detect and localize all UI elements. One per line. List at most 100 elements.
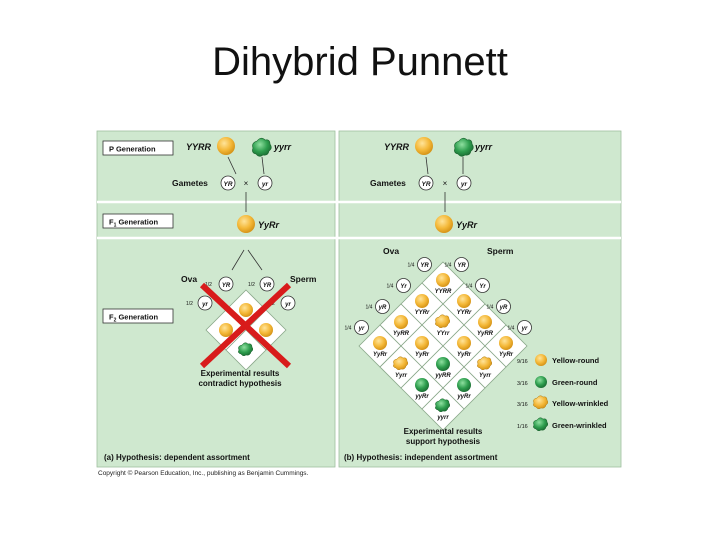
f1-genotype-a: YyRr	[258, 220, 280, 230]
ova-gamete-label: Yr	[400, 284, 407, 290]
yellow-wrinkled-pea-icon	[435, 314, 451, 329]
ova-gamete-circle	[417, 257, 432, 272]
ova-gamete-circle	[197, 295, 213, 311]
f2-generation-box	[102, 308, 174, 324]
p-generation-label: P Generation	[109, 145, 156, 154]
fraction-label: 1/2	[205, 282, 212, 288]
legend-label: Green-round	[552, 378, 598, 387]
genotype-label: yyRR	[434, 373, 451, 379]
fraction-label: 1/4	[366, 305, 373, 311]
genotype-label: YyRr	[373, 352, 388, 358]
gamete1-label-b: YR	[421, 181, 430, 188]
genotype-label: yyRr	[456, 394, 471, 400]
ova-gamete-label: yr	[358, 326, 365, 332]
genotype-label: yyrr	[436, 415, 449, 421]
legend-fraction: 1/16	[517, 424, 528, 430]
ova-gamete-label: yr	[201, 302, 208, 308]
gamete-yr-dominant-circle	[418, 175, 434, 191]
ova-label-b: Ova	[383, 246, 399, 256]
sperm-gamete-circle	[475, 278, 490, 293]
ova-gamete-label: yR	[378, 305, 387, 311]
gamete-yr-dominant-circle	[220, 175, 236, 191]
copyright-credit: Copyright © Pearson Education, Inc., pub…	[98, 470, 309, 477]
ova-gamete-circle	[354, 320, 369, 335]
caption-a: (a) Hypothesis: dependent assortment	[104, 453, 250, 462]
fraction-label: 1/2	[248, 282, 255, 288]
legend-fraction: 3/16	[517, 402, 528, 408]
phenotype-legend: 9/16 Yellow-round 3/16 Green-round 3/16 …	[517, 354, 609, 432]
yellow-round-pea-icon	[415, 336, 429, 350]
result-line1-b: Experimental results	[404, 427, 483, 436]
red-x-icon	[199, 282, 292, 369]
genotype-label: YYRr	[415, 310, 430, 316]
legend-label: Yellow-round	[552, 356, 600, 365]
green-round-pea-icon	[415, 378, 429, 392]
ova-gamete-label: YR	[222, 283, 231, 289]
genotype-label: YyRR	[477, 331, 494, 337]
yellow-round-pea-icon	[436, 273, 450, 287]
yellow-round-pea-icon	[239, 303, 253, 317]
genotype-label: Yyrr	[395, 373, 408, 379]
parent2-genotype-a: yyrr	[273, 142, 292, 152]
sperm-label-b: Sperm	[487, 246, 514, 256]
yellow-round-pea-icon	[373, 336, 387, 350]
yellow-wrinkled-pea-icon	[533, 395, 549, 410]
yellow-round-pea-icon	[457, 336, 471, 350]
genotype-label: YyRr	[415, 352, 430, 358]
sperm-gamete-circle	[496, 299, 511, 314]
yellow-round-pea-icon	[219, 323, 233, 337]
sperm-gamete-circle	[517, 320, 532, 335]
yellow-round-pea-icon	[394, 315, 408, 329]
legend-fraction: 9/16	[517, 359, 528, 365]
gamete-yr-recessive-circle	[257, 175, 273, 191]
ova-label-a: Ova	[181, 274, 197, 284]
ova-gamete-circle	[218, 276, 234, 292]
f2-generation-label: F2 Generation	[109, 313, 158, 324]
parent2-genotype-b: yyrr	[474, 142, 493, 152]
arrow-line	[227, 156, 237, 175]
ova-gamete-circle	[396, 278, 411, 293]
sperm-gamete-label: YR	[263, 283, 272, 289]
cross-symbol-b: ×	[443, 179, 448, 188]
yellow-round-pea-icon	[415, 294, 429, 308]
genotype-label: YyRr	[457, 352, 472, 358]
genotype-label: Yyrr	[479, 373, 492, 379]
fraction-label: 1/4	[445, 263, 452, 269]
yellow-wrinkled-pea-icon	[477, 356, 493, 371]
genotype-label: yyRr	[414, 394, 429, 400]
fraction-label: 1/4	[508, 326, 515, 332]
punnett-square-b: YYRRYYRrYyRRYyRrYYRrYYrrYyRrYyrrYyRRYyRr…	[358, 261, 528, 431]
genotype-label: YyRR	[393, 331, 410, 337]
sperm-gamete-circle	[454, 257, 469, 272]
green-round-pea-icon	[457, 378, 471, 392]
gamete-yr-recessive-circle	[456, 175, 472, 191]
fraction-label: 1/4	[466, 284, 473, 290]
f1-generation-label: F1 Generation	[109, 218, 158, 229]
fraction-label: 1/2	[186, 301, 193, 307]
gametes-label-b: Gametes	[370, 178, 406, 188]
gamete1-label-a: YR	[223, 181, 232, 188]
sperm-gamete-circle	[280, 295, 296, 311]
arrow-line	[247, 249, 263, 271]
f1-pea-icon-b	[435, 215, 453, 233]
sperm-gamete-label: YR	[457, 263, 466, 269]
arrow-line	[425, 156, 429, 175]
f1-genotype-b: YyRr	[456, 220, 478, 230]
gametes-label-a: Gametes	[172, 178, 208, 188]
sperm-label-a: Sperm	[290, 274, 317, 284]
sperm-gamete-label: yr	[521, 326, 528, 332]
fraction-label: 1/4	[387, 284, 394, 290]
sperm-gamete-label: yR	[499, 305, 508, 311]
slide-title: Dihybrid Punnett	[212, 40, 508, 84]
genotype-label: YYRR	[435, 289, 452, 295]
p-generation-box	[102, 140, 174, 156]
gamete2-label-a: yr	[261, 181, 269, 188]
legend-fraction: 3/16	[517, 381, 528, 387]
yellow-round-pea-icon	[217, 137, 235, 155]
parent1-genotype-b: YYRR	[384, 142, 410, 152]
legend-label: Yellow-wrinkled	[552, 399, 609, 408]
result-line2-a: contradict hypothesis	[198, 379, 282, 388]
arrow-line	[231, 249, 245, 271]
sperm-gamete-circle	[259, 276, 275, 292]
